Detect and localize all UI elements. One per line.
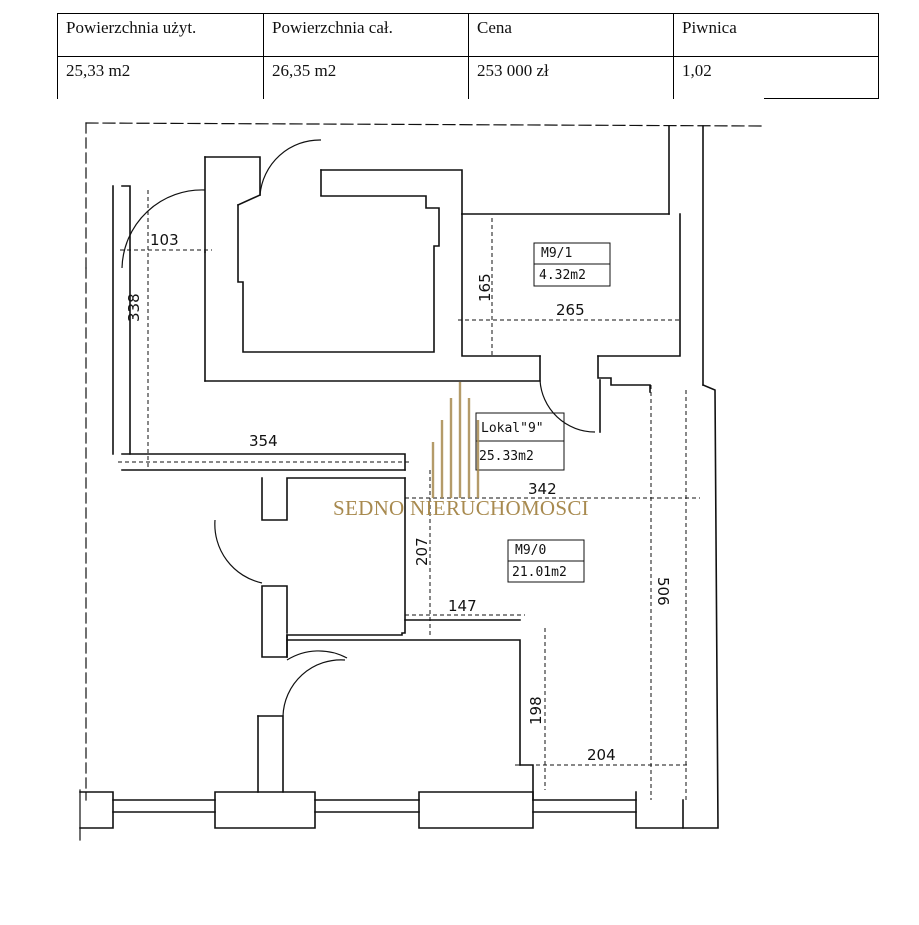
room-code-m9-1: M9/1 (541, 246, 573, 261)
value-total-area: 26,35 m2 (272, 61, 337, 80)
watermark-text: SEDNO NIERUCHOMOSCI (333, 496, 589, 520)
room-code-m9-0: M9/0 (515, 543, 547, 558)
room-area-m9-1: 4.32m2 (539, 268, 586, 283)
header-usable-area: Powierzchnia użyt. (66, 18, 197, 37)
table-col-divider (468, 13, 469, 99)
unit-label: Lokal"9" (481, 421, 544, 436)
header-basement: Piwnica (682, 18, 737, 37)
dimension-label: 204 (587, 746, 616, 764)
room-area-m9-0: 21.01m2 (512, 565, 567, 580)
dimension-label: 147 (448, 597, 477, 615)
property-info-table: Powierzchnia użyt. Powierzchnia cał. Cen… (57, 13, 879, 99)
value-usable-area: 25,33 m2 (66, 61, 131, 80)
dimension-label: 265 (556, 301, 585, 319)
unit-area: 25.33m2 (479, 449, 534, 464)
dimension-label: 342 (528, 480, 557, 498)
value-basement: 1,02 (682, 61, 712, 80)
table-col-divider (673, 13, 674, 99)
value-price: 253 000 zł (477, 61, 549, 80)
dimension-label: 354 (249, 432, 278, 450)
header-price: Cena (477, 18, 512, 37)
dimension-label: 103 (150, 231, 179, 249)
table-right-border (878, 13, 879, 99)
table-bottom-border (764, 98, 879, 99)
header-total-area: Powierzchnia cał. (272, 18, 393, 37)
table-col-divider (263, 13, 264, 99)
table-left-border (57, 13, 58, 99)
